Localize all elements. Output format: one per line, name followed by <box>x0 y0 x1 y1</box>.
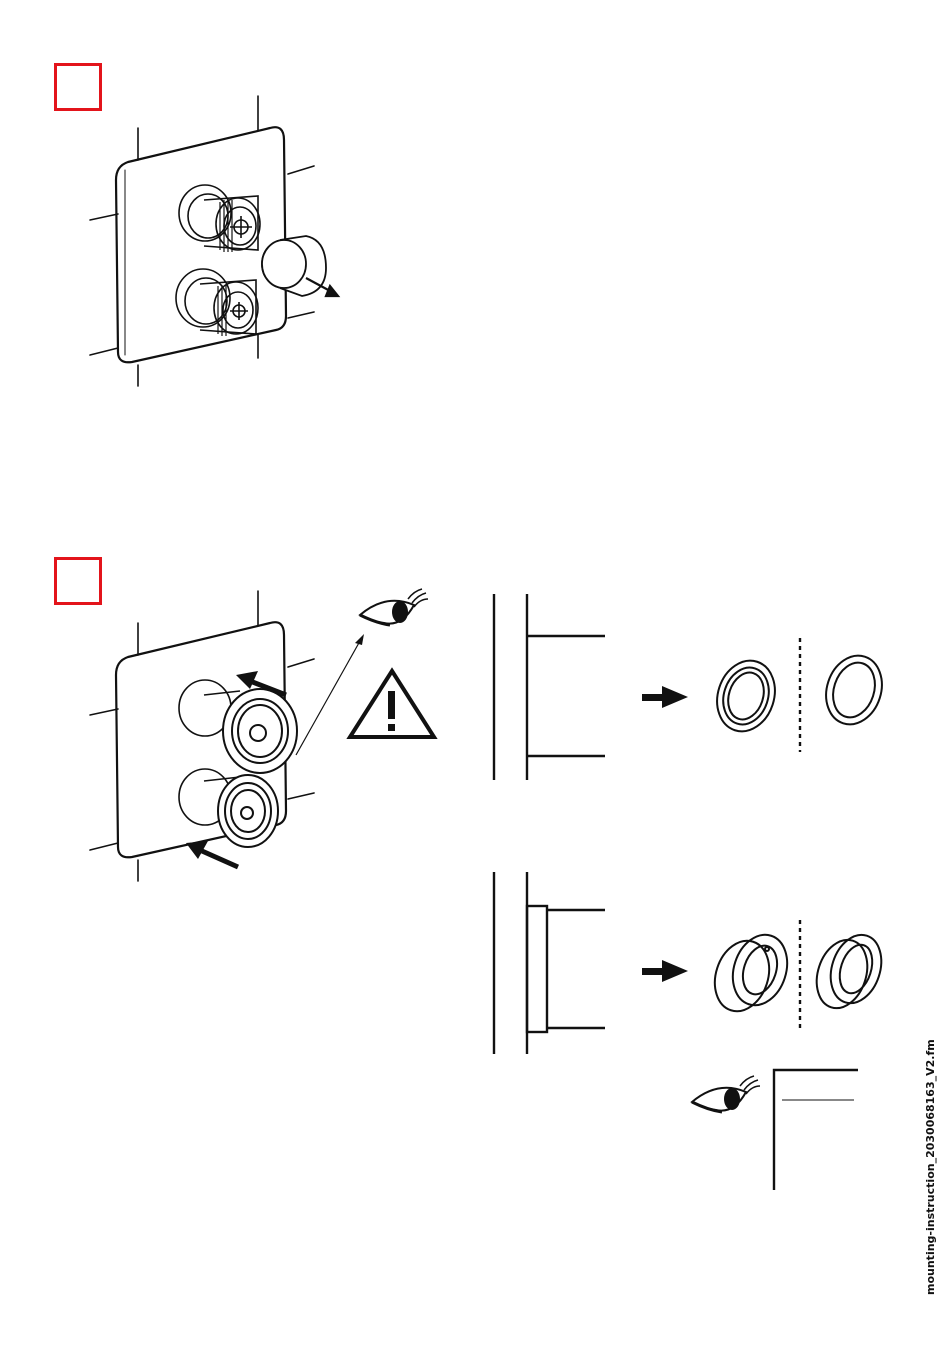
step-2-rosette-installation-illustration <box>80 585 460 895</box>
document-filename: mounting-instruction_2030068163_V2.fm <box>924 1039 937 1295</box>
arrow-right-icon <box>642 960 688 982</box>
warning-triangle-icon <box>350 671 434 737</box>
step-1-wall-plate-illustration <box>80 90 360 400</box>
flush-wall-detail <box>480 590 900 790</box>
eye-icon <box>360 589 428 625</box>
arrow-right-icon <box>642 686 688 708</box>
protruding-wall-detail <box>480 868 900 1068</box>
wall-finish-check-illustration <box>686 1062 866 1192</box>
eye-icon <box>692 1076 760 1112</box>
